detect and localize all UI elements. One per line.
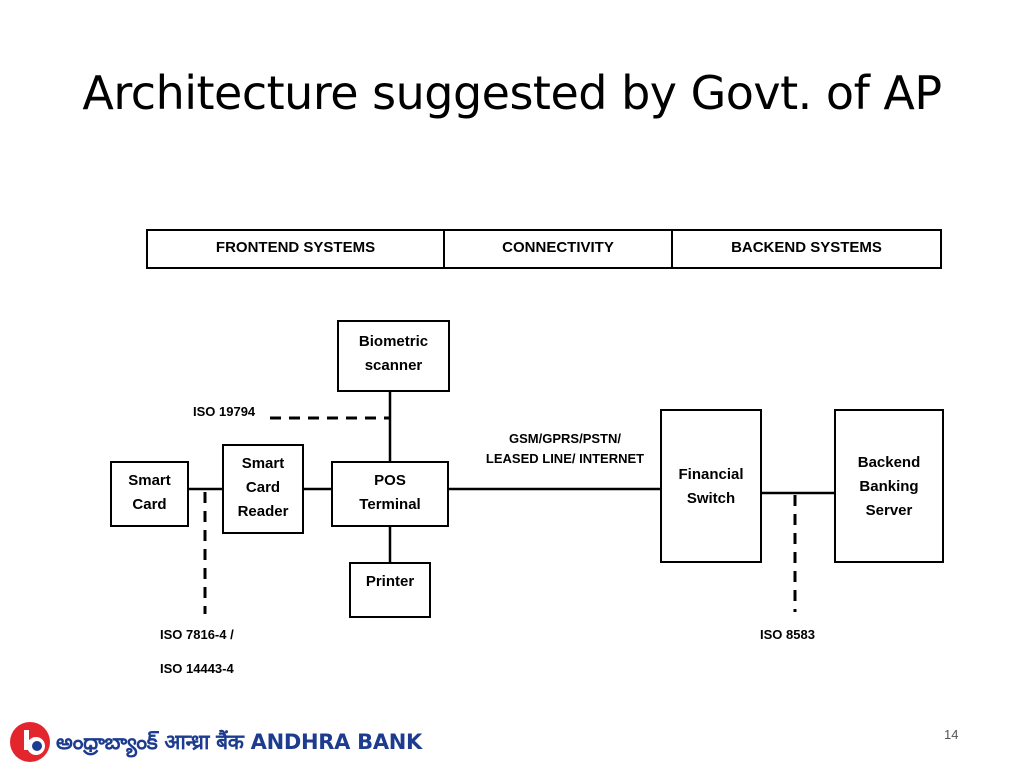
iso-8583-label: ISO 8583 xyxy=(760,627,815,642)
smart-card-box: Smart Card xyxy=(110,461,189,527)
header-frontend-systems: FRONTEND SYSTEMS xyxy=(148,231,445,267)
andhra-bank-emblem-icon xyxy=(10,722,50,762)
network-types-label: GSM/GPRS/PSTN/ LEASED LINE/ INTERNET xyxy=(485,431,645,466)
header-backend-systems: BACKEND SYSTEMS xyxy=(731,239,882,256)
biometric-scanner-box: Biometric scanner xyxy=(337,320,450,392)
smart-card-reader-box: Smart Card Reader xyxy=(222,444,304,534)
backend-banking-server-box: Backend Banking Server xyxy=(834,409,944,563)
pos-terminal-box: POS Terminal xyxy=(331,461,449,527)
iso-7816-label: ISO 7816-4 / xyxy=(160,627,234,642)
printer-box: Printer xyxy=(349,562,431,618)
header-connectivity: CONNECTIVITY xyxy=(445,231,673,267)
iso-19794-label: ISO 19794 xyxy=(193,404,256,419)
financial-switch-box: Financial Switch xyxy=(660,409,762,563)
page-number: 14 xyxy=(944,727,959,742)
layer-header-table: FRONTEND SYSTEMS CONNECTIVITY BACKEND SY… xyxy=(146,229,942,269)
iso-14443-label: ISO 14443-4 xyxy=(160,661,234,676)
andhra-bank-wordmark: అంధ్రాబ్యాంక్ आन्ध्रा बैंक ANDHRA BANK xyxy=(56,730,423,754)
slide-title: Architecture suggested by Govt. of AP xyxy=(82,66,942,120)
andhra-bank-logo: అంధ్రాబ్యాంక్ आन्ध्रा बैंक ANDHRA BANK xyxy=(4,714,422,768)
